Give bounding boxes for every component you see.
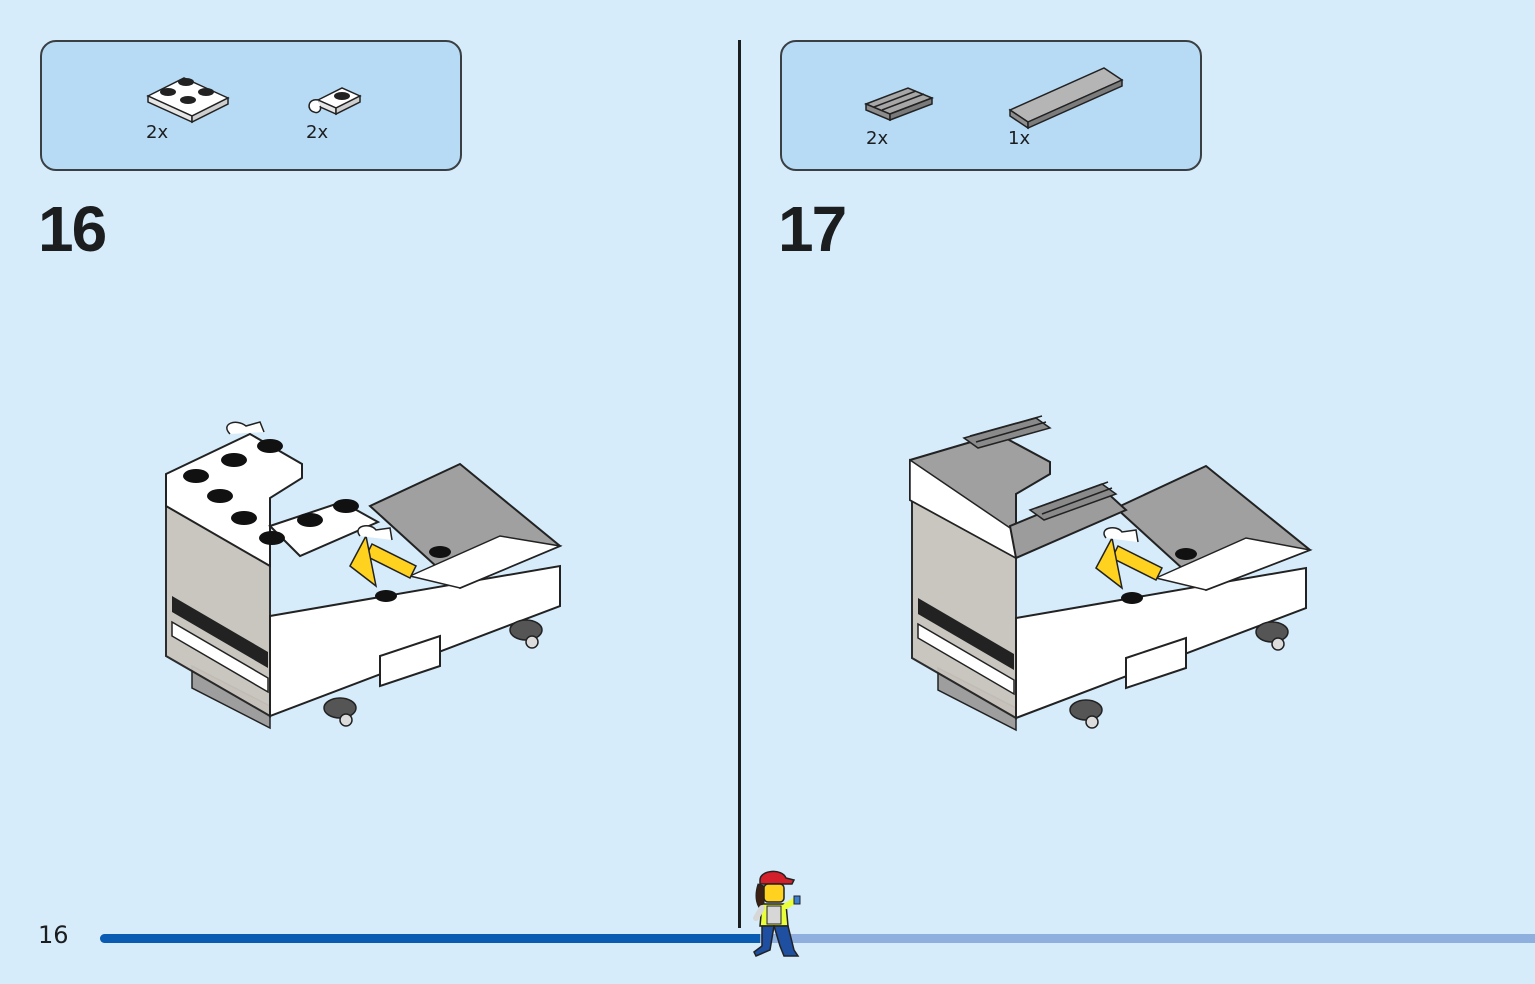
minifigure-progress-marker-icon xyxy=(752,866,801,958)
progress-bar xyxy=(100,934,1535,943)
step-17-parts-callout: 2x 1x xyxy=(780,40,1202,171)
page-number: 16 xyxy=(38,921,69,949)
part-quantity: 1x xyxy=(1008,128,1031,149)
white-clip-plate-icon xyxy=(304,82,364,122)
step-number: 17 xyxy=(778,193,847,265)
page-divider xyxy=(738,40,741,928)
step-17-model-illustration xyxy=(906,414,1316,744)
part-quantity: 2x xyxy=(306,122,329,143)
step-16-model-illustration xyxy=(160,416,570,746)
step-number: 16 xyxy=(38,193,107,265)
white-corner-plate-icon xyxy=(144,70,230,124)
step-16-parts-callout: 2x 2x xyxy=(40,40,462,171)
part-quantity: 2x xyxy=(146,122,169,143)
grey-grille-tile-icon xyxy=(863,86,935,126)
grey-long-tile-icon xyxy=(1008,66,1126,130)
part-quantity: 2x xyxy=(866,128,889,149)
progress-bar-fill xyxy=(100,934,761,943)
